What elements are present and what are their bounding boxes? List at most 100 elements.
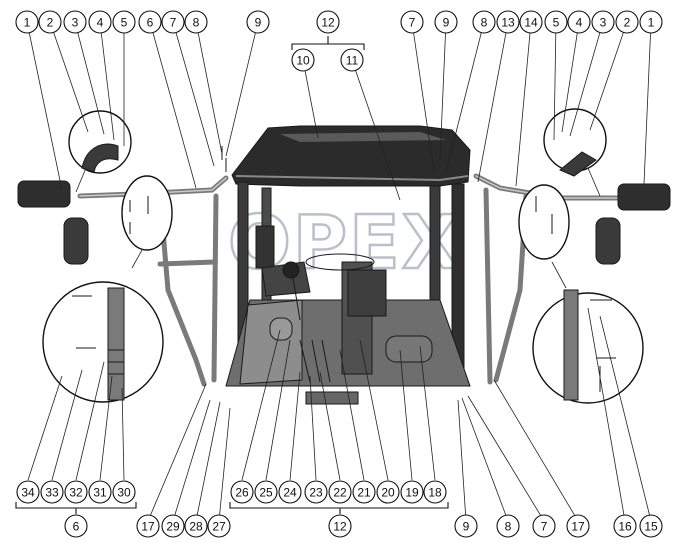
callout-circle bbox=[423, 480, 447, 504]
callout-circle bbox=[278, 480, 302, 504]
callout-circle bbox=[613, 514, 637, 538]
detail-top-right-link bbox=[587, 167, 601, 197]
callout-c-top-5r: 5 bbox=[544, 10, 568, 34]
callout-number: 26 bbox=[235, 486, 249, 500]
callout-circle bbox=[112, 480, 136, 504]
callout-c-top-6: 6 bbox=[138, 10, 162, 34]
detail-bottom-left-arrow bbox=[131, 249, 143, 269]
callout-c-bot-29: 29 bbox=[161, 514, 185, 538]
callout-circle bbox=[376, 480, 400, 504]
callout-circle bbox=[63, 10, 87, 34]
callout-circle bbox=[40, 480, 64, 504]
callout-number: 16 bbox=[618, 520, 632, 534]
cab-side-panel bbox=[239, 299, 303, 385]
callout-number: 8 bbox=[481, 16, 488, 30]
callout-circle bbox=[16, 480, 40, 504]
detail-joint-left-bolts bbox=[129, 196, 149, 234]
callout-circle bbox=[161, 10, 185, 34]
callout-c-top-1r: 1 bbox=[639, 10, 663, 34]
detail-bottom-left-post bbox=[107, 287, 125, 401]
leader-lines bbox=[26, 21, 652, 522]
detail-top-left-link bbox=[75, 167, 87, 193]
cab-roof-highlight bbox=[280, 132, 446, 142]
callout-circle bbox=[400, 480, 424, 504]
callout-number: 2 bbox=[47, 16, 54, 30]
callout-circle bbox=[88, 10, 112, 34]
callout-number: 5 bbox=[121, 16, 128, 30]
callout-number: 4 bbox=[576, 16, 583, 30]
callout-number: 6 bbox=[73, 520, 80, 534]
callout-circle bbox=[184, 10, 208, 34]
detail-bottom-right-arrow bbox=[551, 261, 567, 289]
callout-circle bbox=[496, 10, 520, 34]
detail-bottom-right bbox=[532, 292, 644, 404]
callout-number: 9 bbox=[443, 16, 450, 30]
callout-c-bot-25: 25 bbox=[254, 480, 278, 504]
cab bbox=[225, 125, 471, 405]
callout-number: 33 bbox=[45, 486, 59, 500]
callout-number: 7 bbox=[409, 16, 416, 30]
callout-number: 21 bbox=[357, 486, 371, 500]
left-mirror-glass bbox=[63, 217, 89, 265]
callout-circle bbox=[454, 514, 478, 538]
callout-number: 6 bbox=[147, 16, 154, 30]
callout-number: 12 bbox=[321, 16, 335, 30]
callout-c-top-13: 13 bbox=[496, 10, 520, 34]
callout-c-bot-30: 30 bbox=[112, 480, 136, 504]
callout-number: 17 bbox=[571, 520, 585, 534]
callout-circle bbox=[64, 514, 88, 538]
group-brackets bbox=[15, 36, 449, 514]
callout-c-top-10: 10 bbox=[291, 48, 315, 72]
callout-c-bot-17: 17 bbox=[136, 514, 160, 538]
callout-number: 19 bbox=[405, 486, 419, 500]
callout-circle bbox=[207, 514, 231, 538]
callout-c-bot-8: 8 bbox=[496, 514, 520, 538]
callout-number: 29 bbox=[166, 520, 180, 534]
callout-c-top-12: 12 bbox=[316, 10, 340, 34]
callout-c-bot-22: 22 bbox=[328, 480, 352, 504]
callout-circle bbox=[254, 480, 278, 504]
callout-circle bbox=[639, 514, 663, 538]
callout-number: 30 bbox=[117, 486, 131, 500]
callout-c-top-4r: 4 bbox=[567, 10, 591, 34]
detail-bubbles bbox=[42, 108, 644, 404]
callout-number: 15 bbox=[644, 520, 658, 534]
left-stay-lower bbox=[157, 259, 217, 267]
callout-c-top-1: 1 bbox=[15, 10, 39, 34]
callout-circle bbox=[136, 514, 160, 538]
callout-number: 7 bbox=[541, 520, 548, 534]
callout-circle bbox=[340, 48, 364, 72]
callout-number: 4 bbox=[97, 16, 104, 30]
callout-circle bbox=[64, 480, 88, 504]
cab-roof-edge bbox=[235, 175, 469, 182]
callout-circle bbox=[246, 10, 270, 34]
callout-number: 24 bbox=[283, 486, 297, 500]
callout-c-bot-31: 31 bbox=[88, 480, 112, 504]
callout-circle bbox=[291, 48, 315, 72]
right-mirror-glass bbox=[595, 217, 621, 265]
callout-circle bbox=[328, 480, 352, 504]
callout-number: 27 bbox=[212, 520, 226, 534]
callout-circle bbox=[88, 480, 112, 504]
callout-c-top-9: 9 bbox=[246, 10, 270, 34]
callout-c-top-11: 11 bbox=[340, 48, 364, 72]
seat-back bbox=[255, 225, 275, 269]
filter-housing bbox=[269, 317, 293, 341]
callout-circle bbox=[567, 10, 591, 34]
callout-circle bbox=[519, 10, 543, 34]
callout-circle bbox=[230, 480, 254, 504]
callout-number: 1 bbox=[648, 16, 655, 30]
detail-joint-left bbox=[121, 175, 173, 251]
callout-c-bot-15: 15 bbox=[639, 514, 663, 538]
cab-base-plate bbox=[305, 391, 359, 405]
detail-top-left-part bbox=[81, 143, 119, 173]
callout-c-top-2r: 2 bbox=[615, 10, 639, 34]
callout-circle bbox=[112, 10, 136, 34]
callout-circle bbox=[434, 10, 458, 34]
callout-number: 34 bbox=[21, 486, 35, 500]
callout-c-bot-21: 21 bbox=[352, 480, 376, 504]
callout-c-bot-18: 18 bbox=[423, 480, 447, 504]
